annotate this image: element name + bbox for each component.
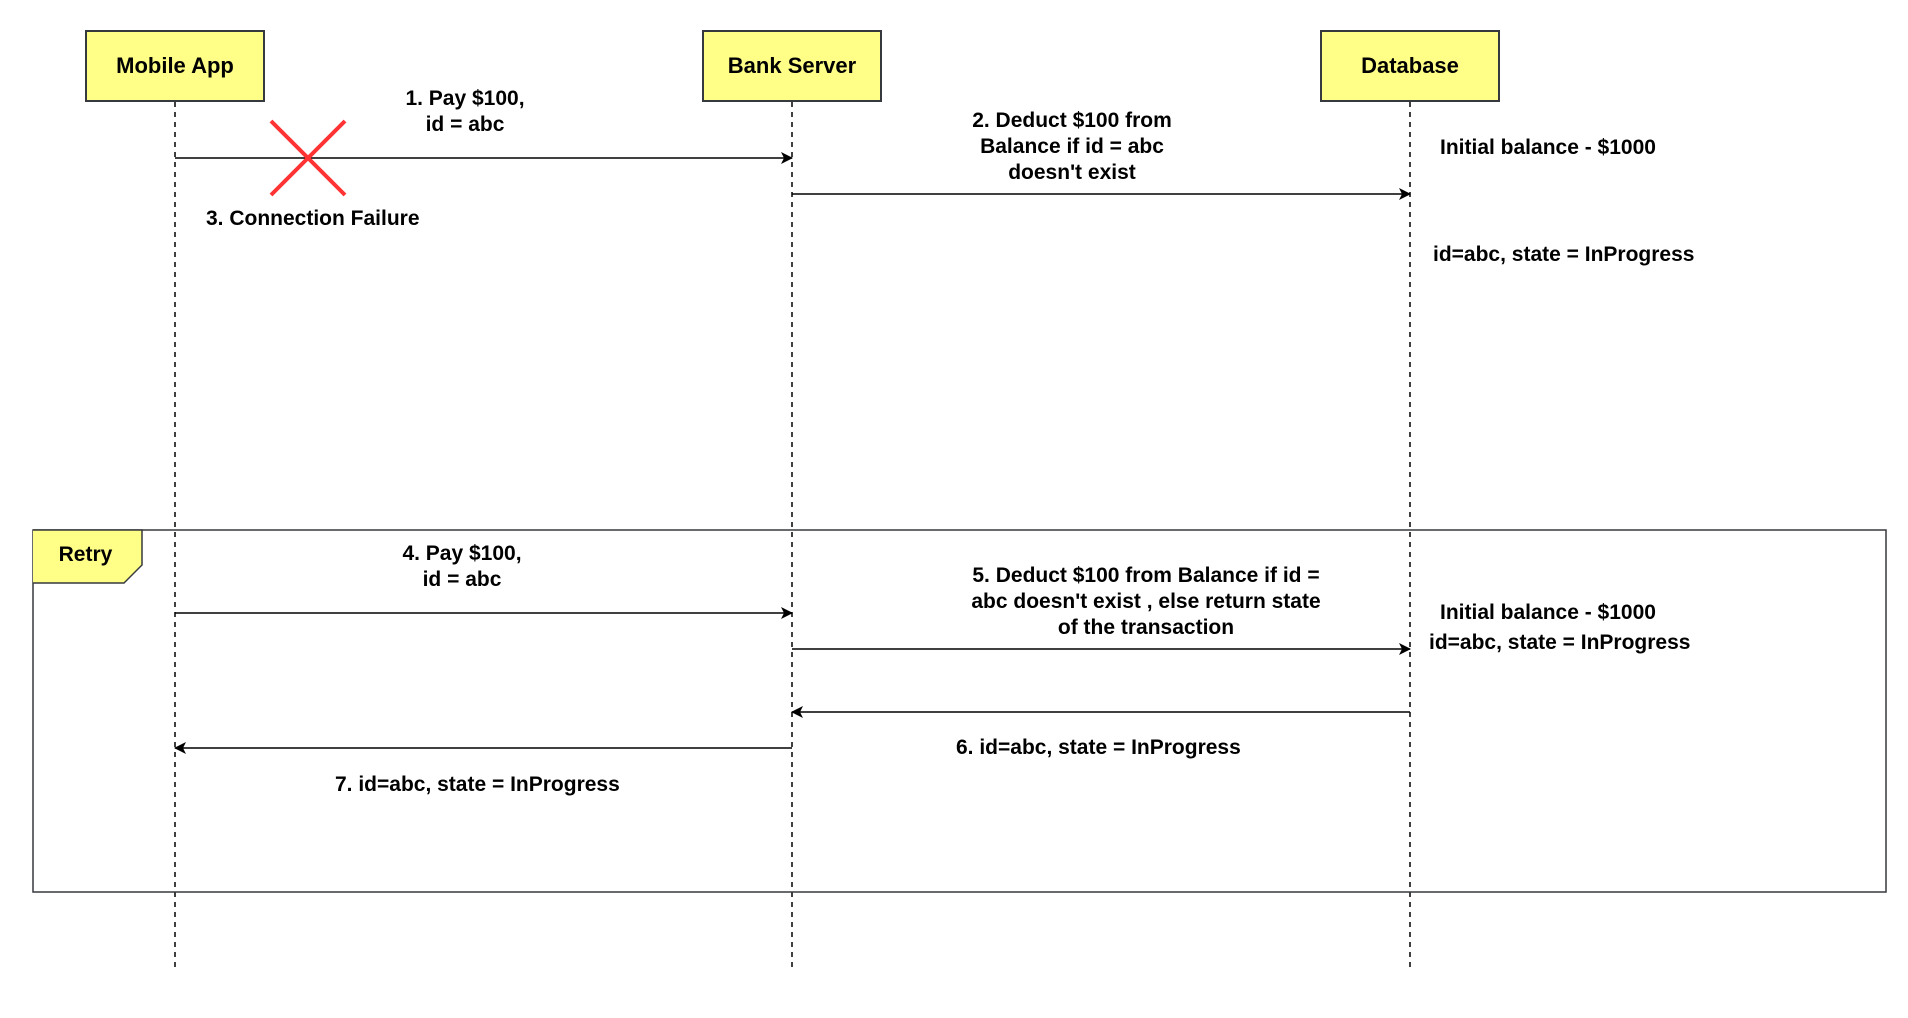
retry-frame-tag — [33, 529, 143, 584]
note-initial-balance: Initial balance - $1000 — [1440, 136, 1656, 159]
retry-frame-label: Retry — [58, 543, 113, 566]
note-retry-initial-balance: Initial balance - $1000 — [1440, 601, 1656, 624]
note-retry-transaction-state: id=abc, state = InProgress — [1429, 631, 1691, 654]
message-5-label: 5. Deduct $100 from Balance if id =abc d… — [971, 564, 1321, 639]
message-1-label: 1. Pay $100,id = abc — [405, 87, 525, 136]
retry-frame — [32, 529, 1887, 893]
message-6-label: 6. id=abc, state = InProgress — [956, 736, 1241, 759]
actor-database: Database — [1320, 30, 1500, 102]
actor-mobile-app: Mobile App — [85, 30, 265, 102]
connection-failure-icon — [269, 119, 347, 197]
message-3-label: 3. Connection Failure — [206, 207, 420, 230]
message-4-label: 4. Pay $100,id = abc — [402, 542, 522, 591]
message-7-label: 7. id=abc, state = InProgress — [335, 773, 620, 796]
actor-bank-server: Bank Server — [702, 30, 882, 102]
note-transaction-state: id=abc, state = InProgress — [1433, 243, 1695, 266]
